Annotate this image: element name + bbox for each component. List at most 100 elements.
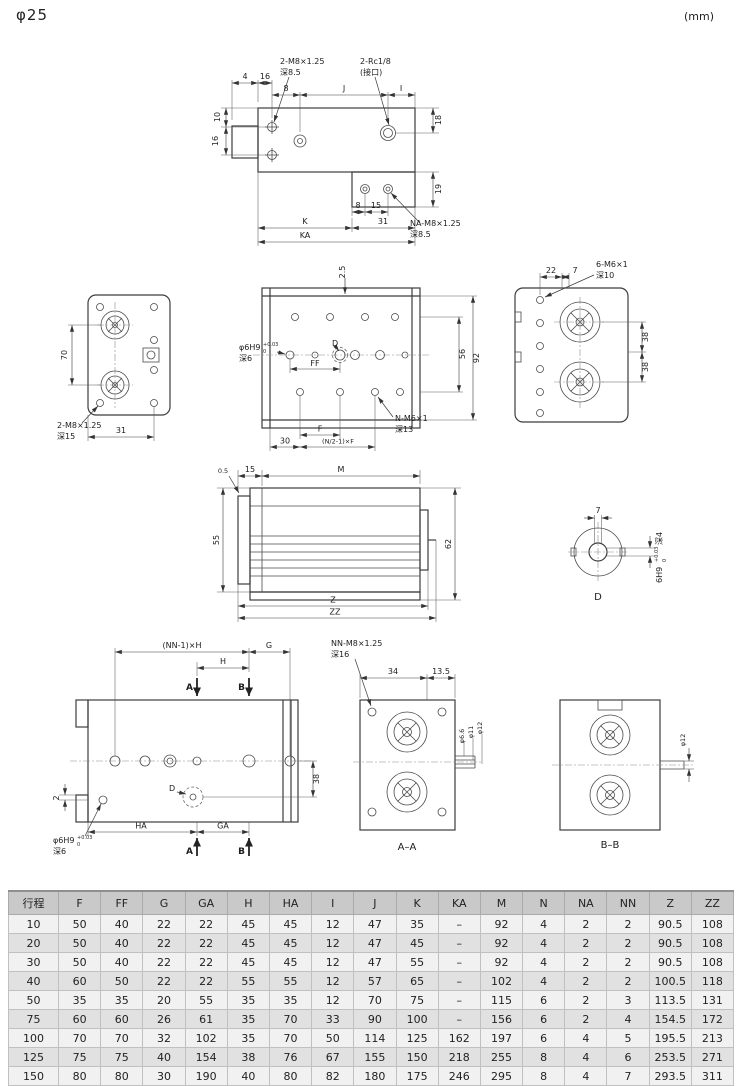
dim-F: F	[318, 425, 323, 434]
table-cell: 154.5	[648, 1009, 692, 1029]
dim-2-5: 2.5	[338, 266, 347, 279]
tolerance-lower: 0	[662, 559, 668, 562]
dim-FF: FF	[310, 359, 320, 368]
table-cell: –	[437, 990, 481, 1010]
table-cell: 175	[395, 1066, 439, 1086]
table-cell: 22	[142, 933, 186, 953]
na-thread-callout: NA-M8×1.25	[410, 219, 461, 228]
dowel-depth: 深6	[53, 847, 66, 856]
col-header: 行程	[8, 890, 59, 915]
dim-KA: KA	[300, 231, 311, 240]
tolerance-upper: +0.03	[77, 835, 92, 841]
table-cell: 6	[522, 990, 566, 1010]
holes	[514, 296, 601, 417]
table-cell: 3	[606, 990, 650, 1010]
extension-lines	[221, 80, 439, 246]
table-cell: 47	[353, 952, 397, 972]
page-title: φ25	[16, 6, 48, 24]
table-cell: 2	[606, 914, 650, 934]
thread-depth: 深15	[57, 432, 75, 441]
table-cell: 131	[690, 990, 735, 1010]
table-cell: 5	[606, 1028, 650, 1048]
table-cell: 108	[690, 933, 735, 953]
table-cell: 90.5	[648, 952, 692, 972]
dim-8: 8	[283, 84, 288, 93]
view-right-end: 22 7 6-M6×1 深10 38 38	[514, 260, 650, 423]
table-cell: 6	[606, 1047, 650, 1067]
dim-55: 55	[212, 535, 221, 545]
fit-depth: 深4	[655, 532, 664, 545]
view-top-drawing: 2-M8×1.25 深8.5 2-Rc1/8 (接口) 4 16 8 J I 1…	[211, 57, 461, 246]
dim-J: J	[342, 84, 345, 93]
dim-GA: GA	[217, 822, 229, 831]
label-D: D	[332, 339, 338, 348]
dimension-lines	[220, 473, 458, 621]
table-cell: 45	[226, 933, 270, 953]
table-cell: 118	[690, 971, 735, 991]
view-detail-d: 7 6H9 +0.03 0 深4 D	[568, 506, 668, 603]
table-cell: 75	[57, 1047, 102, 1067]
table-cell: 113.5	[648, 990, 692, 1010]
table-cell: 293.5	[648, 1066, 692, 1086]
table-cell: 75	[100, 1047, 144, 1067]
holes	[285, 313, 409, 396]
col-header: J	[353, 890, 397, 915]
table-cell: 45	[226, 914, 270, 934]
dim-Z: Z	[330, 596, 336, 605]
dim-16: 16	[260, 72, 270, 81]
table-cell: –	[437, 971, 481, 991]
detail-caption: D	[594, 592, 602, 603]
col-header: GA	[184, 890, 228, 915]
col-header: HA	[268, 890, 313, 915]
table-cell: 47	[353, 933, 397, 953]
dimension-lines	[584, 515, 653, 568]
table-cell: 45	[395, 933, 439, 953]
m6-callout: 6-M6×1	[596, 260, 628, 269]
extension-lines	[59, 648, 317, 836]
table-cell: 70	[268, 1028, 313, 1048]
table-cell: 108	[690, 952, 735, 972]
table-cell: 2	[564, 914, 608, 934]
col-header: N	[522, 890, 566, 915]
table-cell: 162	[437, 1028, 481, 1048]
dim-4: 4	[242, 72, 247, 81]
table-cell: 2	[606, 971, 650, 991]
table-cell: 26	[142, 1009, 186, 1029]
section-caption: B–B	[601, 840, 620, 851]
table-cell: 80	[100, 1066, 144, 1086]
table-cell: 12	[311, 952, 355, 972]
table-cell: 150	[395, 1047, 439, 1067]
nn-thread-depth: 深16	[331, 650, 349, 659]
table-cell: 100	[8, 1028, 59, 1048]
table-cell: 218	[437, 1047, 481, 1067]
thread-depth: 深8.5	[280, 68, 301, 77]
table-cell: 30	[142, 1066, 186, 1086]
body-outline	[231, 107, 416, 208]
table-cell: 80	[268, 1066, 313, 1086]
table-cell: 22	[142, 971, 186, 991]
table-cell: 33	[311, 1009, 355, 1029]
section-caption: A–A	[398, 842, 417, 853]
table-cell: 35	[226, 1028, 270, 1048]
table-cell: 271	[690, 1047, 735, 1067]
tolerance-lower: 0	[263, 349, 266, 355]
table-cell: 197	[479, 1028, 524, 1048]
table-cell: 154	[184, 1047, 228, 1067]
table-cell: 155	[353, 1047, 397, 1067]
view-left-end: 70 31 2-M8×1.25 深15	[57, 294, 171, 441]
extension-lines	[269, 295, 477, 451]
dim-38-lower: 38	[641, 362, 650, 372]
dowel-depth: 深6	[239, 354, 252, 363]
n-thread-depth: 深13	[395, 425, 413, 434]
table-cell: 100	[395, 1009, 439, 1029]
table-cell: 2	[606, 952, 650, 972]
table-cell: 115	[479, 990, 524, 1010]
table-cell: 125	[8, 1047, 59, 1067]
dimension-lines	[354, 658, 455, 707]
